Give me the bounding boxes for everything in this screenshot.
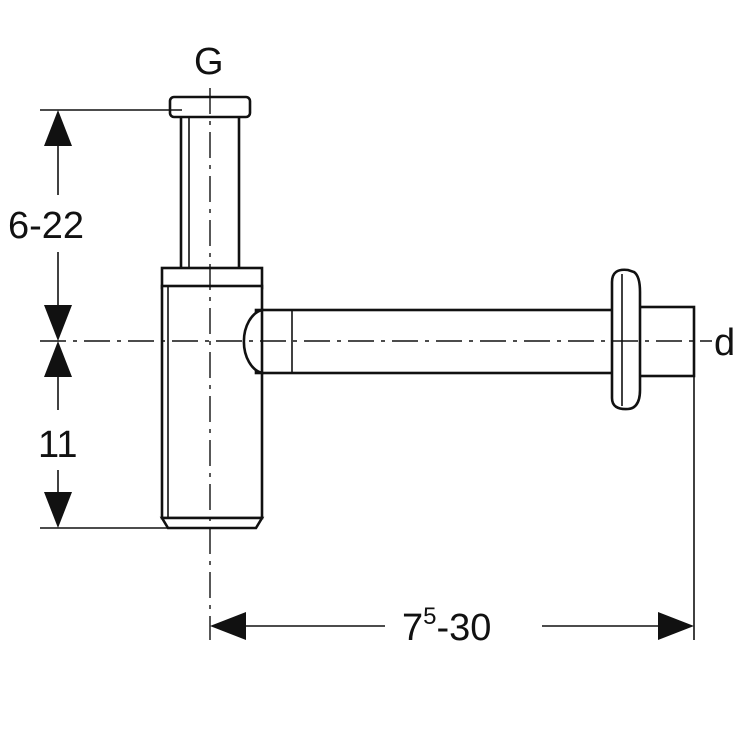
reach-label-base: 7 (402, 607, 423, 649)
reach-label-rest: -30 (437, 607, 492, 649)
reach-label-superscript: 5 (423, 603, 436, 630)
wall-rosette (610, 268, 642, 411)
lower-height-label: 11 (38, 424, 77, 466)
reach-label: 75-30 (402, 603, 491, 649)
connection-g-label: G (194, 41, 224, 83)
upper-height-label: 6-22 (8, 205, 84, 247)
dimension-upper-height (44, 110, 72, 341)
diameter-d-label: d (714, 322, 735, 364)
dimension-reach (210, 612, 694, 640)
trap-body (159, 266, 265, 530)
dimension-lower-height (44, 341, 72, 528)
